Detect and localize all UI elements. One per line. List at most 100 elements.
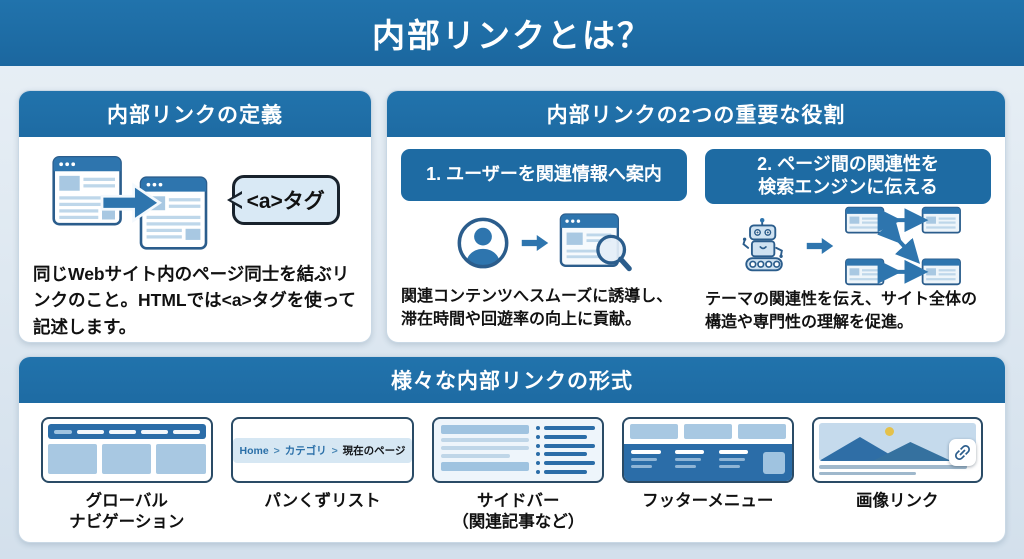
decor-bar (544, 461, 595, 466)
mini-page-icon (921, 206, 961, 234)
decor-bar (544, 426, 595, 430)
sidebar-link (536, 443, 595, 448)
speech-bubble-icon: <a>タグ (231, 175, 340, 225)
nav-bar (48, 424, 206, 439)
content-blocks (48, 444, 206, 474)
decor-bar (630, 457, 658, 461)
main-content-area (441, 425, 530, 475)
double-arrow-icon (877, 218, 921, 264)
sidebar-thumbnail-icon (432, 417, 604, 483)
format-label-global-nav: グローバル ナビゲーション (69, 492, 185, 531)
decor-block (629, 424, 678, 439)
sidebar-link (536, 469, 595, 474)
definition-card: 内部リンクの定義 (18, 90, 372, 343)
format-item-global-nav: グローバル ナビゲーション (41, 417, 213, 534)
decor-bar (630, 464, 652, 468)
definition-card-header: 内部リンクの定義 (19, 91, 371, 137)
user-icon (457, 217, 509, 269)
decor-bar (441, 425, 530, 434)
breadcrumb-home: Home (239, 444, 269, 457)
bullet-dot (536, 452, 541, 457)
decor-bar (441, 438, 530, 442)
breadcrumb-category: カテゴリ (284, 444, 327, 457)
breadcrumb: Home > カテゴリ > 現在のページ (232, 437, 413, 463)
a-tag-label: <a>タグ (246, 190, 325, 213)
bullet-dot (536, 426, 541, 430)
decor-bar (441, 446, 530, 450)
decor-bar (818, 465, 967, 469)
definition-card-body: <a>タグ 同じWebサイト内のページ同士を結ぶリンクのこと。HTMLでは<a>… (19, 137, 371, 342)
nav-pill (54, 429, 72, 434)
format-item-footer-menu: フッターメニュー (621, 417, 794, 534)
linked-pages-network-icon (845, 206, 961, 285)
format-item-breadcrumb: Home > カテゴリ > 現在のページ パンくずリスト (230, 417, 415, 534)
footer-link-column (630, 450, 666, 468)
role-2-description: テーマの関連性を伝え、サイト全体の構造や専門性の理解を促進。 (705, 290, 978, 331)
global-nav-thumbnail-icon (41, 417, 213, 483)
image-link-thumbnail-icon (811, 417, 984, 483)
format-item-image-link: 画像リンク (811, 417, 984, 534)
definition-illustration: <a>タグ (33, 145, 357, 255)
definition-text: 同じWebサイト内のページ同士を結ぶリンクのこと。HTMLでは<a>タグを使って… (33, 264, 356, 337)
decor-bar (718, 464, 740, 468)
decor-bar (544, 443, 595, 448)
decor-block (737, 424, 786, 439)
breadcrumb-separator: > (331, 444, 338, 457)
footer-menu-thumbnail-icon (621, 417, 794, 483)
mini-page-icon (921, 258, 961, 285)
format-item-sidebar: サイドバー （関連記事など） (432, 417, 604, 534)
arrow-right-icon (806, 237, 834, 254)
bullet-dot (536, 443, 541, 448)
sidebar-link (536, 452, 595, 457)
nav-pill (172, 429, 200, 434)
decor-bar (674, 450, 705, 454)
decor-bar (544, 469, 587, 474)
decor-bar (441, 462, 530, 471)
role-1-description: 関連コンテンツへスムーズに誘導し、滞在時間や回遊率の向上に貢献。 (401, 288, 673, 329)
browser-search-icon (559, 213, 632, 272)
role-1-icons (401, 201, 687, 285)
bullet-dot (536, 469, 541, 474)
roles-card: 内部リンクの2つの重要な役割 1. ユーザーを関連情報へ案内 (386, 90, 1006, 343)
format-label-image-link: 画像リンク (856, 492, 939, 510)
format-label-sidebar: サイドバー （関連記事など） (452, 492, 585, 531)
roles-card-body: 1. ユーザーを関連情報へ案内 (387, 137, 1005, 342)
decor-bar (718, 457, 745, 461)
sidebar-link (536, 461, 595, 466)
sidebar-link-list (536, 425, 595, 475)
linked-browsers-icon (52, 155, 208, 250)
decor-bar (544, 434, 587, 439)
nav-pill (140, 429, 168, 434)
decor-bar (674, 464, 696, 468)
formats-card-header: 様々な内部リンクの形式 (19, 357, 1005, 403)
robot-icon (742, 217, 783, 272)
browser-window-icon (139, 176, 208, 250)
mountains-icon (818, 437, 951, 461)
format-label-breadcrumb: パンくずリスト (264, 492, 381, 510)
footer-widget-block (762, 451, 785, 474)
sidebar-link (536, 426, 595, 430)
role-search-engine: 2. ページ間の関連性を 検索エンジンに伝える (705, 149, 991, 334)
title-banner: 内部リンクとは？ (0, 0, 1024, 66)
arrow-right-icon (100, 182, 163, 224)
role-2-title: 2. ページ間の関連性を 検索エンジンに伝える (705, 149, 991, 204)
decor-bar (544, 452, 587, 457)
decor-bar (630, 450, 661, 454)
mini-page-icon (845, 258, 885, 285)
bullet-dot (536, 434, 541, 439)
nav-pill (77, 429, 104, 434)
page-title: 内部リンクとは？ (372, 17, 652, 54)
decor-bar (818, 471, 917, 475)
breadcrumb-separator: > (273, 444, 280, 457)
role-guide-users: 1. ユーザーを関連情報へ案内 (401, 149, 687, 334)
breadcrumb-current-page: 現在のページ (342, 444, 406, 457)
footer-area (623, 444, 792, 481)
sidebar-link (536, 434, 595, 439)
role-2-icons (705, 204, 991, 288)
decor-block (156, 444, 206, 474)
page-content-strip (624, 419, 792, 444)
roles-card-header: 内部リンクの2つの重要な役割 (387, 91, 1005, 137)
link-chain-icon (949, 439, 977, 466)
footer-link-column (674, 450, 710, 468)
